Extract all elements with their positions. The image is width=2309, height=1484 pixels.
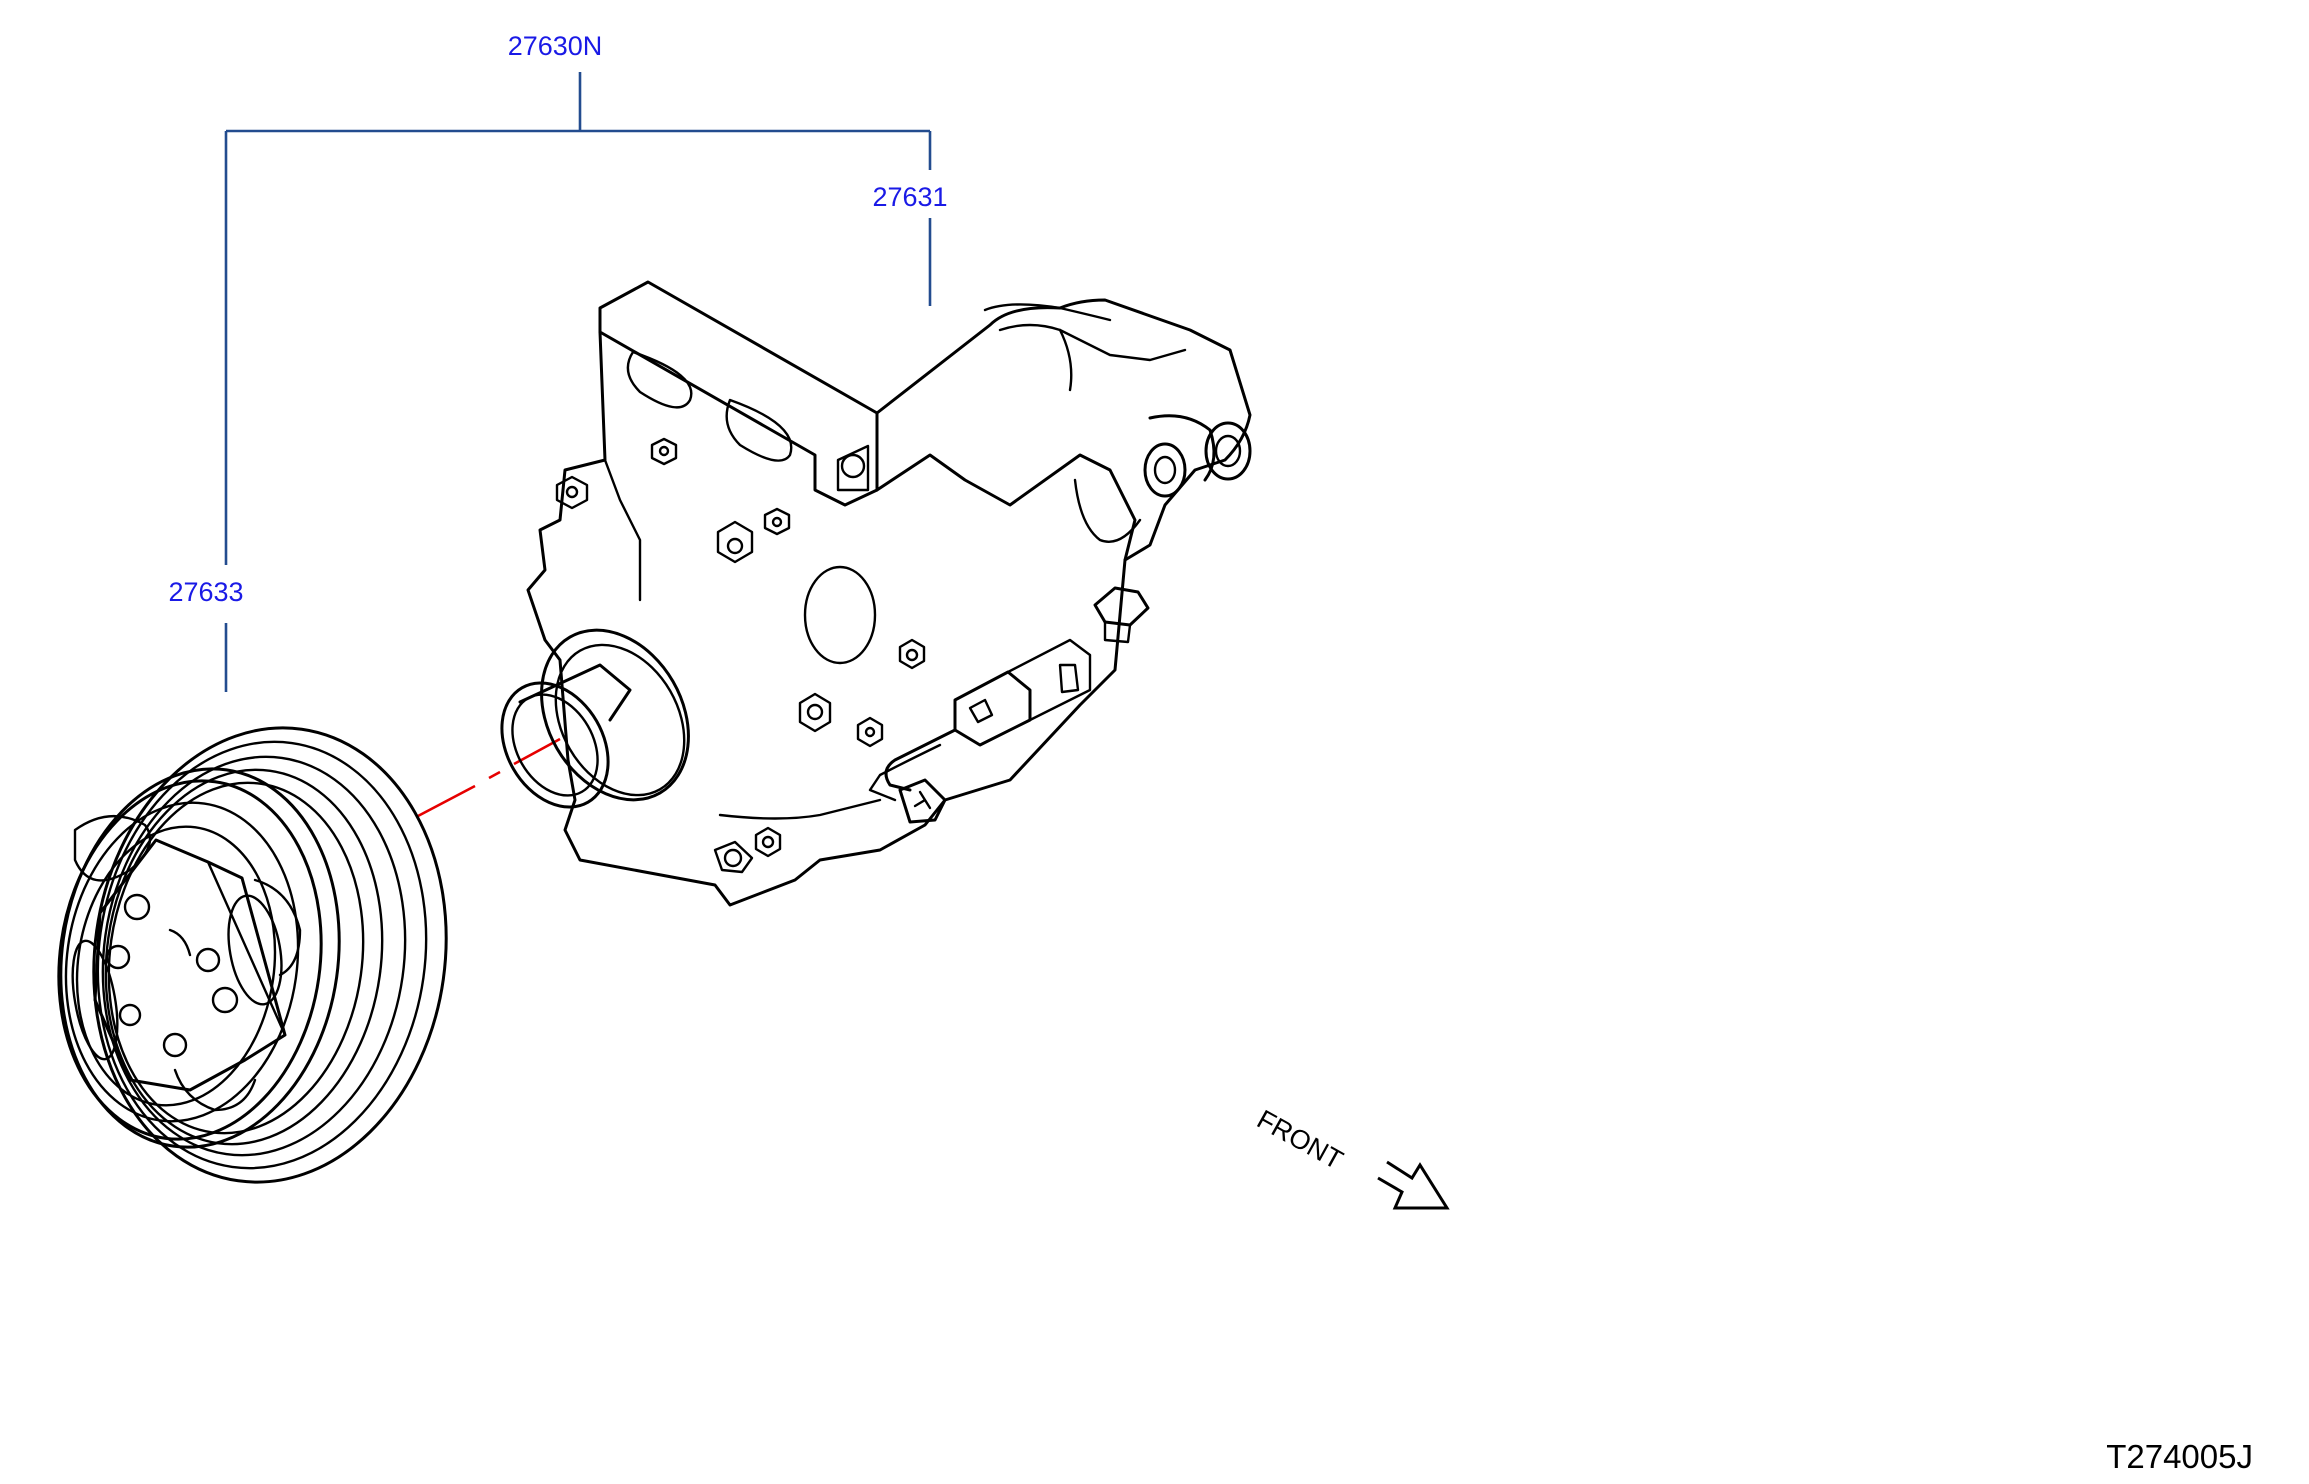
- clutch-pulley-drawing: [57, 726, 448, 1184]
- front-label: FRONT: [1252, 1104, 1348, 1175]
- leader-lines: [224, 72, 932, 692]
- center-axis-line: [417, 737, 561, 818]
- diagram-code: T274005J: [2106, 1438, 2253, 1475]
- front-direction-indicator: FRONT: [1252, 1104, 1450, 1210]
- rivet-holes: [105, 893, 239, 1058]
- front-arrow-icon: [1377, 1160, 1450, 1210]
- compressor-drawing: [500, 280, 1252, 907]
- callout-27631[interactable]: 27631: [872, 182, 947, 212]
- wire-connector: [718, 638, 1092, 824]
- callout-27633[interactable]: 27633: [168, 577, 243, 607]
- callout-27630n[interactable]: 27630N: [508, 31, 603, 61]
- bolt-heads: [555, 437, 926, 874]
